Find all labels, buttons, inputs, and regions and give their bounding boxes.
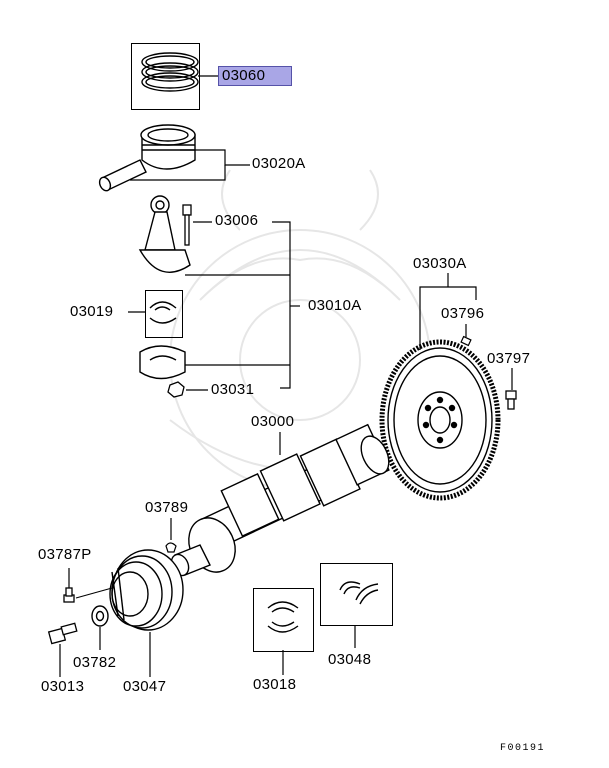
part-label-03000[interactable]: 03000 [251,413,295,430]
part-label-03010A[interactable]: 03010A [308,297,362,314]
conrod-bearing-upper[interactable] [149,301,177,324]
flywheel-dowel[interactable] [460,335,472,347]
figure-id: F00191 [500,743,546,754]
part-label-03048[interactable]: 03048 [328,651,372,668]
part-label-03020A[interactable]: 03020A [252,155,306,172]
piston-rings[interactable] [141,52,199,92]
part-label-03006[interactable]: 03006 [215,212,259,229]
part-label-03030A[interactable]: 03030A [413,255,467,272]
pulley-small-bolt[interactable] [63,587,75,603]
flywheel-bolt[interactable] [505,390,517,410]
part-label-03782[interactable]: 03782 [73,654,117,671]
part-label-03789[interactable]: 03789 [145,499,189,516]
part-label-03796[interactable]: 03796 [441,305,485,322]
main-bearing-upper[interactable] [267,601,299,633]
part-label-03013[interactable]: 03013 [41,678,85,695]
piston-rings-box [131,43,200,110]
piston-and-pin[interactable] [98,124,196,192]
part-label-03018[interactable]: 03018 [253,676,297,693]
conrod-nut[interactable] [167,381,185,398]
main-bearing-box [253,588,314,652]
part-label-03060[interactable]: 03060 [218,66,292,86]
part-label-03787P[interactable]: 03787P [38,546,92,563]
woodruff-key[interactable] [165,542,177,553]
conrod-cap[interactable] [139,345,186,380]
flywheel[interactable] [379,339,501,501]
pulley-bolt[interactable] [47,622,78,645]
crank-pulley[interactable] [109,549,184,631]
connecting-rod[interactable] [138,195,191,273]
part-label-03047[interactable]: 03047 [123,678,167,695]
conrod-bolt[interactable] [182,204,192,246]
part-label-03019[interactable]: 03019 [70,303,114,320]
conrod-bearing-box [145,290,183,338]
crankshaft[interactable] [168,423,394,580]
pulley-washer[interactable] [91,605,109,627]
part-label-03031[interactable]: 03031 [211,381,255,398]
thrust-washer-box [320,563,393,626]
part-label-03797[interactable]: 03797 [487,350,531,367]
thrust-washers[interactable] [339,581,379,605]
